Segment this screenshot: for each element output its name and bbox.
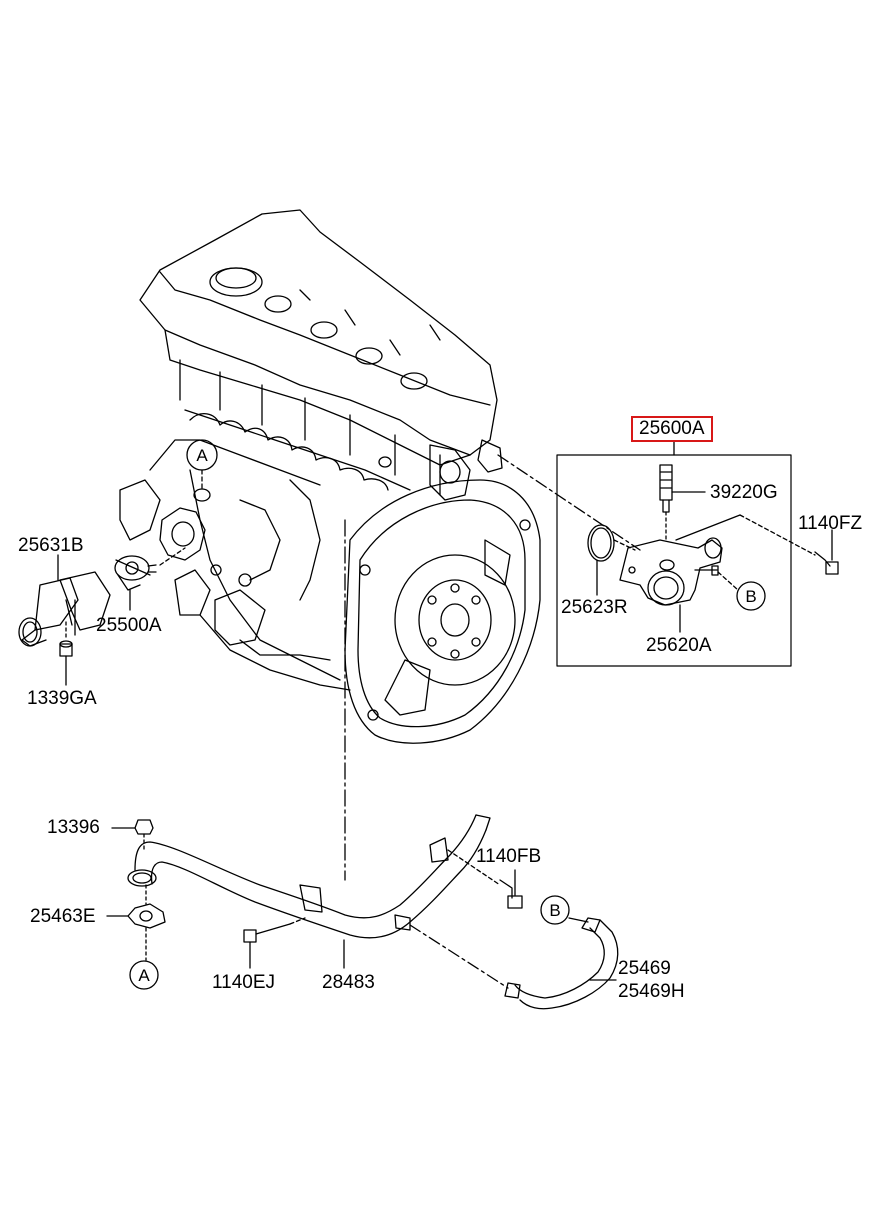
hose-callout-b-circle [540, 895, 570, 925]
engine-assembly [119, 209, 541, 744]
engine-callout-a [186, 439, 218, 502]
part-label-25600A: 25600A [631, 416, 713, 442]
part-25463E-gasket [106, 884, 166, 961]
detail-box-25600A [497, 440, 816, 667]
part-label-25463E: 25463E [30, 906, 96, 927]
part-label-25500A: 25500A [96, 615, 162, 636]
gasket-callout-a-circle [129, 960, 159, 990]
part-label-25469H: 25469H [618, 981, 685, 1002]
part-28483-pipe [127, 814, 491, 969]
part-label-25620A: 25620A [646, 635, 712, 656]
part-1140FB-bolt [447, 849, 523, 909]
part-label-1140EJ: 1140EJ [212, 972, 276, 993]
part-25631B-fitting [18, 571, 111, 647]
leader-lines-left [57, 554, 131, 686]
part-13396-nut [111, 819, 154, 853]
part-25500A-thermostat [114, 547, 186, 591]
housing-callout-b-circle [736, 581, 766, 611]
part-label-13396: 13396 [47, 817, 100, 838]
part-label-1339GA: 1339GA [27, 688, 97, 709]
part-label-39220G: 39220G [710, 482, 778, 503]
part-label-1140FB: 1140FB [476, 846, 542, 867]
part-label-25623R: 25623R [561, 597, 628, 618]
part-label-25631B: 25631B [18, 535, 84, 556]
part-1140FZ-bolt [814, 529, 839, 575]
hose-callout-b: B [549, 901, 560, 920]
housing-callout-b: B [745, 587, 756, 606]
part-label-25469: 25469 [618, 958, 671, 979]
gasket-callout-a: A [138, 966, 150, 985]
part-1140EJ-bolt [243, 917, 306, 969]
part-1339GA-bolt [59, 621, 73, 657]
engine-callout-a: A [196, 446, 208, 465]
part-label-1140FZ: 1140FZ [798, 513, 863, 534]
part-25469-hose [409, 917, 619, 1010]
part-label-28483: 28483 [322, 972, 375, 993]
